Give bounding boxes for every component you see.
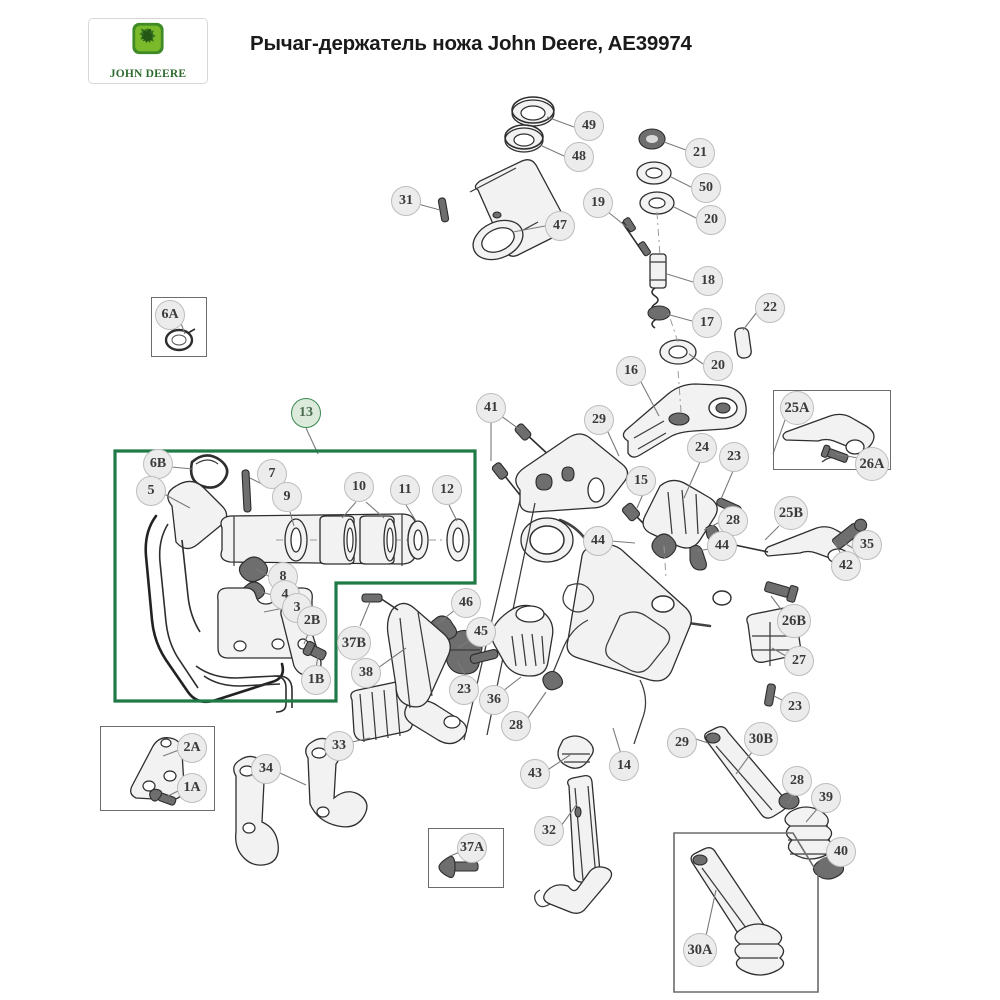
callout-31[interactable]: 31 xyxy=(391,186,421,216)
john-deere-logo: JOHN DEERE xyxy=(88,18,208,84)
callout-1b[interactable]: 1B xyxy=(301,665,331,695)
callout-42[interactable]: 42 xyxy=(831,551,861,581)
callout-25a[interactable]: 25A xyxy=(780,391,814,425)
inset-6a xyxy=(151,297,207,357)
callout-9[interactable]: 9 xyxy=(272,482,302,512)
deer-logo-icon xyxy=(132,22,164,55)
callout-36[interactable]: 36 xyxy=(479,685,509,715)
part-14-main-casting xyxy=(463,433,732,745)
callout-48[interactable]: 48 xyxy=(564,142,594,172)
inset-37a xyxy=(428,828,504,888)
inset-2a-1a xyxy=(100,726,215,811)
callout-28[interactable]: 28 xyxy=(782,766,812,796)
callout-40[interactable]: 40 xyxy=(826,837,856,867)
callout-34[interactable]: 34 xyxy=(251,754,281,784)
callout-23[interactable]: 23 xyxy=(780,692,810,722)
callout-26a[interactable]: 26A xyxy=(855,447,889,481)
callout-17[interactable]: 17 xyxy=(692,308,722,338)
callout-45[interactable]: 45 xyxy=(466,617,496,647)
callout-30b[interactable]: 30B xyxy=(744,722,778,756)
part-34-arms xyxy=(233,737,368,866)
callout-1a[interactable]: 1A xyxy=(177,773,207,803)
callout-49[interactable]: 49 xyxy=(574,111,604,141)
callout-22[interactable]: 22 xyxy=(755,293,785,323)
callout-39[interactable]: 39 xyxy=(811,783,841,813)
callout-15[interactable]: 15 xyxy=(626,466,656,496)
part-16-lever xyxy=(622,369,747,458)
callout-19[interactable]: 19 xyxy=(583,188,613,218)
part-37a-bolt xyxy=(438,855,479,879)
callout-41[interactable]: 41 xyxy=(476,393,506,423)
callout-21[interactable]: 21 xyxy=(685,138,715,168)
part-25a-26a xyxy=(782,413,875,463)
callout-26b[interactable]: 26B xyxy=(777,604,811,638)
callout-23[interactable]: 23 xyxy=(719,442,749,472)
callout-38[interactable]: 38 xyxy=(351,658,381,688)
callout-29[interactable]: 29 xyxy=(584,405,614,435)
logo-wordmark: JOHN DEERE xyxy=(109,68,187,80)
part-group-upper-right-bearings xyxy=(621,128,752,365)
callout-30a[interactable]: 30A xyxy=(683,933,717,967)
callout-33[interactable]: 33 xyxy=(324,731,354,761)
callout-28[interactable]: 28 xyxy=(501,711,531,741)
callout-43[interactable]: 43 xyxy=(520,759,550,789)
callout-2a[interactable]: 2A xyxy=(177,733,207,763)
callout-50[interactable]: 50 xyxy=(691,173,721,203)
callout-20[interactable]: 20 xyxy=(703,351,733,381)
inset-25a-26a xyxy=(773,390,891,470)
part-6a-ring xyxy=(164,328,196,352)
callout-18[interactable]: 18 xyxy=(693,266,723,296)
callout-10[interactable]: 10 xyxy=(344,472,374,502)
callout-29[interactable]: 29 xyxy=(667,728,697,758)
callout-44[interactable]: 44 xyxy=(583,526,613,556)
callout-6b[interactable]: 6B xyxy=(143,449,173,479)
callout-13[interactable]: 13 xyxy=(291,398,321,428)
callout-6a[interactable]: 6A xyxy=(155,300,185,330)
callout-24[interactable]: 24 xyxy=(687,433,717,463)
callout-11[interactable]: 11 xyxy=(390,475,420,505)
callout-12[interactable]: 12 xyxy=(432,475,462,505)
callout-44[interactable]: 44 xyxy=(707,531,737,561)
callout-5[interactable]: 5 xyxy=(136,476,166,506)
callout-2b[interactable]: 2B xyxy=(297,606,327,636)
part-group-cylinder-47 xyxy=(437,96,568,261)
callout-37b[interactable]: 37B xyxy=(337,626,371,660)
callout-46[interactable]: 46 xyxy=(451,588,481,618)
callout-27[interactable]: 27 xyxy=(784,646,814,676)
callout-47[interactable]: 47 xyxy=(545,211,575,241)
part-36-bushing xyxy=(491,604,554,677)
callout-37a[interactable]: 37A xyxy=(457,833,487,863)
callout-20[interactable]: 20 xyxy=(696,205,726,235)
page-title: Рычаг-держатель ножа John Deere, AE39974 xyxy=(250,32,692,55)
callout-14[interactable]: 14 xyxy=(609,751,639,781)
callout-32[interactable]: 32 xyxy=(534,816,564,846)
callout-23[interactable]: 23 xyxy=(449,675,479,705)
callout-16[interactable]: 16 xyxy=(616,356,646,386)
callout-25b[interactable]: 25B xyxy=(774,496,808,530)
